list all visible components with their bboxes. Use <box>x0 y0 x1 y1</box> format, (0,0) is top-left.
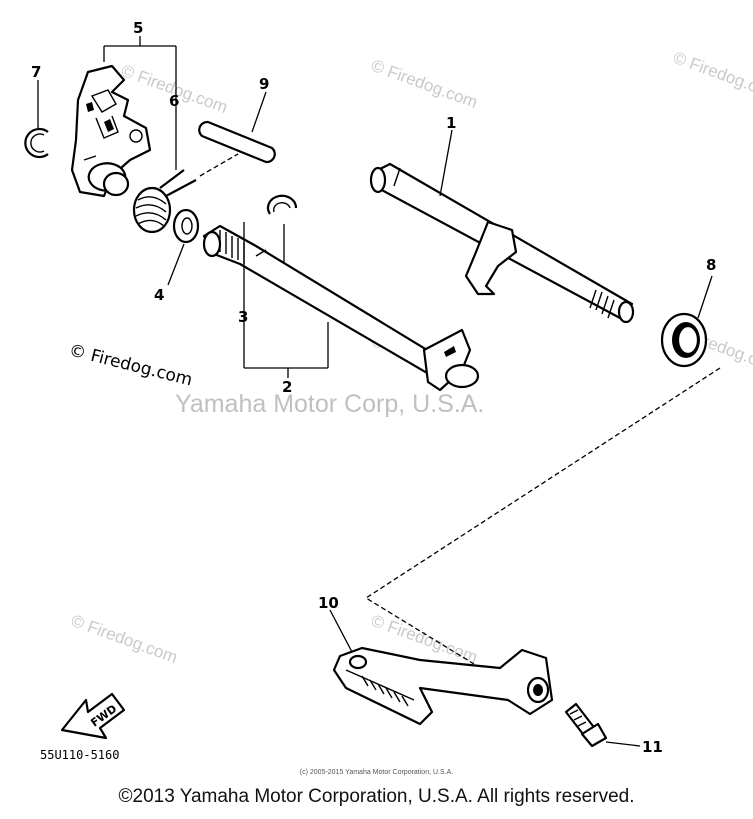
callout-3: 3 <box>238 308 248 326</box>
part-spring-6 <box>132 169 197 234</box>
watermark-firedog: © Firedog.com <box>369 56 480 112</box>
callout-1: 1 <box>446 114 456 132</box>
callout-9: 9 <box>259 75 269 93</box>
small-copyright: (c) 2005-2015 Yamaha Motor Corporation, … <box>299 769 454 776</box>
callout-7: 7 <box>31 63 41 81</box>
watermark-yamaha: Yamaha Motor Corp, U.S.A. <box>175 390 484 418</box>
part-shift-shaft-1 <box>369 129 635 324</box>
part-shift-arm-5 <box>70 64 152 198</box>
fwd-arrow-icon: FWD <box>60 692 126 740</box>
part-shift-shaft-2 <box>202 224 480 392</box>
callout-bracket-2-3 <box>243 222 329 378</box>
part-shift-pedal-10 <box>329 609 554 726</box>
watermark-firedog-dark: © Firedog.com <box>67 340 195 390</box>
callout-4: 4 <box>154 286 164 304</box>
watermark-firedog: © Firedog.com <box>69 611 180 667</box>
part-washer-4 <box>167 208 200 286</box>
part-bolt-11 <box>564 702 641 748</box>
part-circlip-7 <box>24 80 49 159</box>
diagram-code: 55U110-5160 <box>40 748 120 762</box>
footer-copyright: ©2013 Yamaha Motor Corporation, U.S.A. A… <box>118 786 635 807</box>
part-oil-seal-8 <box>660 275 713 368</box>
callout-10: 10 <box>318 594 339 612</box>
callout-bracket-5-6 <box>103 36 177 170</box>
callout-2: 2 <box>282 378 292 396</box>
callout-11: 11 <box>642 738 663 756</box>
watermark-firedog: © Firedog.com <box>671 48 753 104</box>
part-pin-9 <box>198 91 276 177</box>
part-circlip-3 <box>266 194 298 262</box>
assembly-line <box>364 367 721 665</box>
callout-6: 6 <box>169 92 179 110</box>
callout-8: 8 <box>706 256 716 274</box>
callout-5: 5 <box>133 19 143 37</box>
